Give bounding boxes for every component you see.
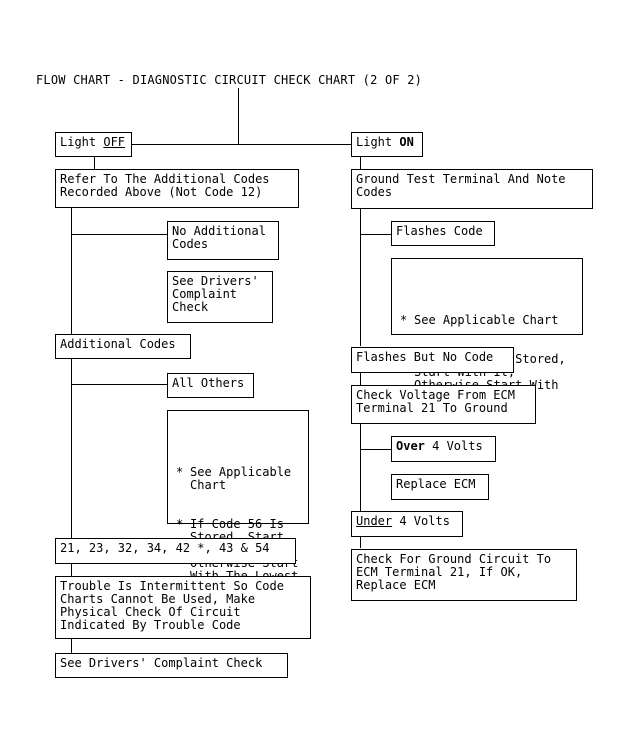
no-additional-codes-box: No Additional Codes [167,221,279,260]
connector [360,208,361,346]
over-4-volts-box: Over 4 Volts [391,436,496,462]
bullet-item: See Applicable Chart [172,466,304,492]
flashes-code-box: Flashes Code [391,221,495,246]
applicable-chart-box-left: See Applicable Chart If Code 56 Is Store… [167,410,309,596]
volts-label: 4 Volts [392,514,450,528]
ground-test-terminal-box: Ground Test Terminal And Note Codes [351,169,593,209]
on-label: ON [399,135,414,149]
page-title: FLOW CHART - DIAGNOSTIC CIRCUIT CHECK CH… [36,73,423,87]
see-drivers-complaint-check-box: See Drivers' Complaint Check [55,653,288,678]
light-on-box: Light ON [351,132,423,157]
codes-list-box: 21, 23, 32, 34, 42 *, 43 & 54 [55,538,296,564]
all-others-box: All Others [167,373,254,398]
connector [131,144,352,145]
connector [71,638,72,654]
connector [71,563,72,577]
over-label: Over [396,439,425,453]
check-voltage-box: Check Voltage From ECM Terminal 21 To Gr… [351,385,536,424]
connector [360,536,361,548]
light-label: Light [60,135,104,149]
applicable-chart-box-right: See Applicable Chart If Code 56 Is Store… [391,258,583,405]
connector [238,88,239,144]
connector [71,234,168,235]
connector [360,156,361,170]
additional-codes-box: Additional Codes [55,334,191,359]
connector [360,234,392,235]
light-label: Light [356,135,400,149]
connector [360,423,361,512]
trouble-intermittent-box: Trouble Is Intermittent So Code Charts C… [55,576,311,639]
light-off-box: Light OFF [55,132,132,157]
connector [360,449,392,450]
connector [71,358,72,538]
volts-label: 4 Volts [424,439,483,453]
flashes-no-code-box: Flashes But No Code [351,347,514,373]
bullet-item: See Applicable Chart [396,314,578,328]
see-drivers-complaint-box: See Drivers' Complaint Check [167,271,273,323]
connector [360,372,361,386]
under-4-volts-box: Under 4 Volts [351,511,463,537]
connector [71,207,72,334]
connector [71,384,168,385]
off-label: OFF [103,135,126,149]
under-label: Under [356,514,393,528]
refer-additional-codes-box: Refer To The Additional Codes Recorded A… [55,169,299,208]
check-ground-circuit-box: Check For Ground Circuit To ECM Terminal… [351,549,577,601]
replace-ecm-box: Replace ECM [391,474,489,500]
connector [94,156,95,170]
